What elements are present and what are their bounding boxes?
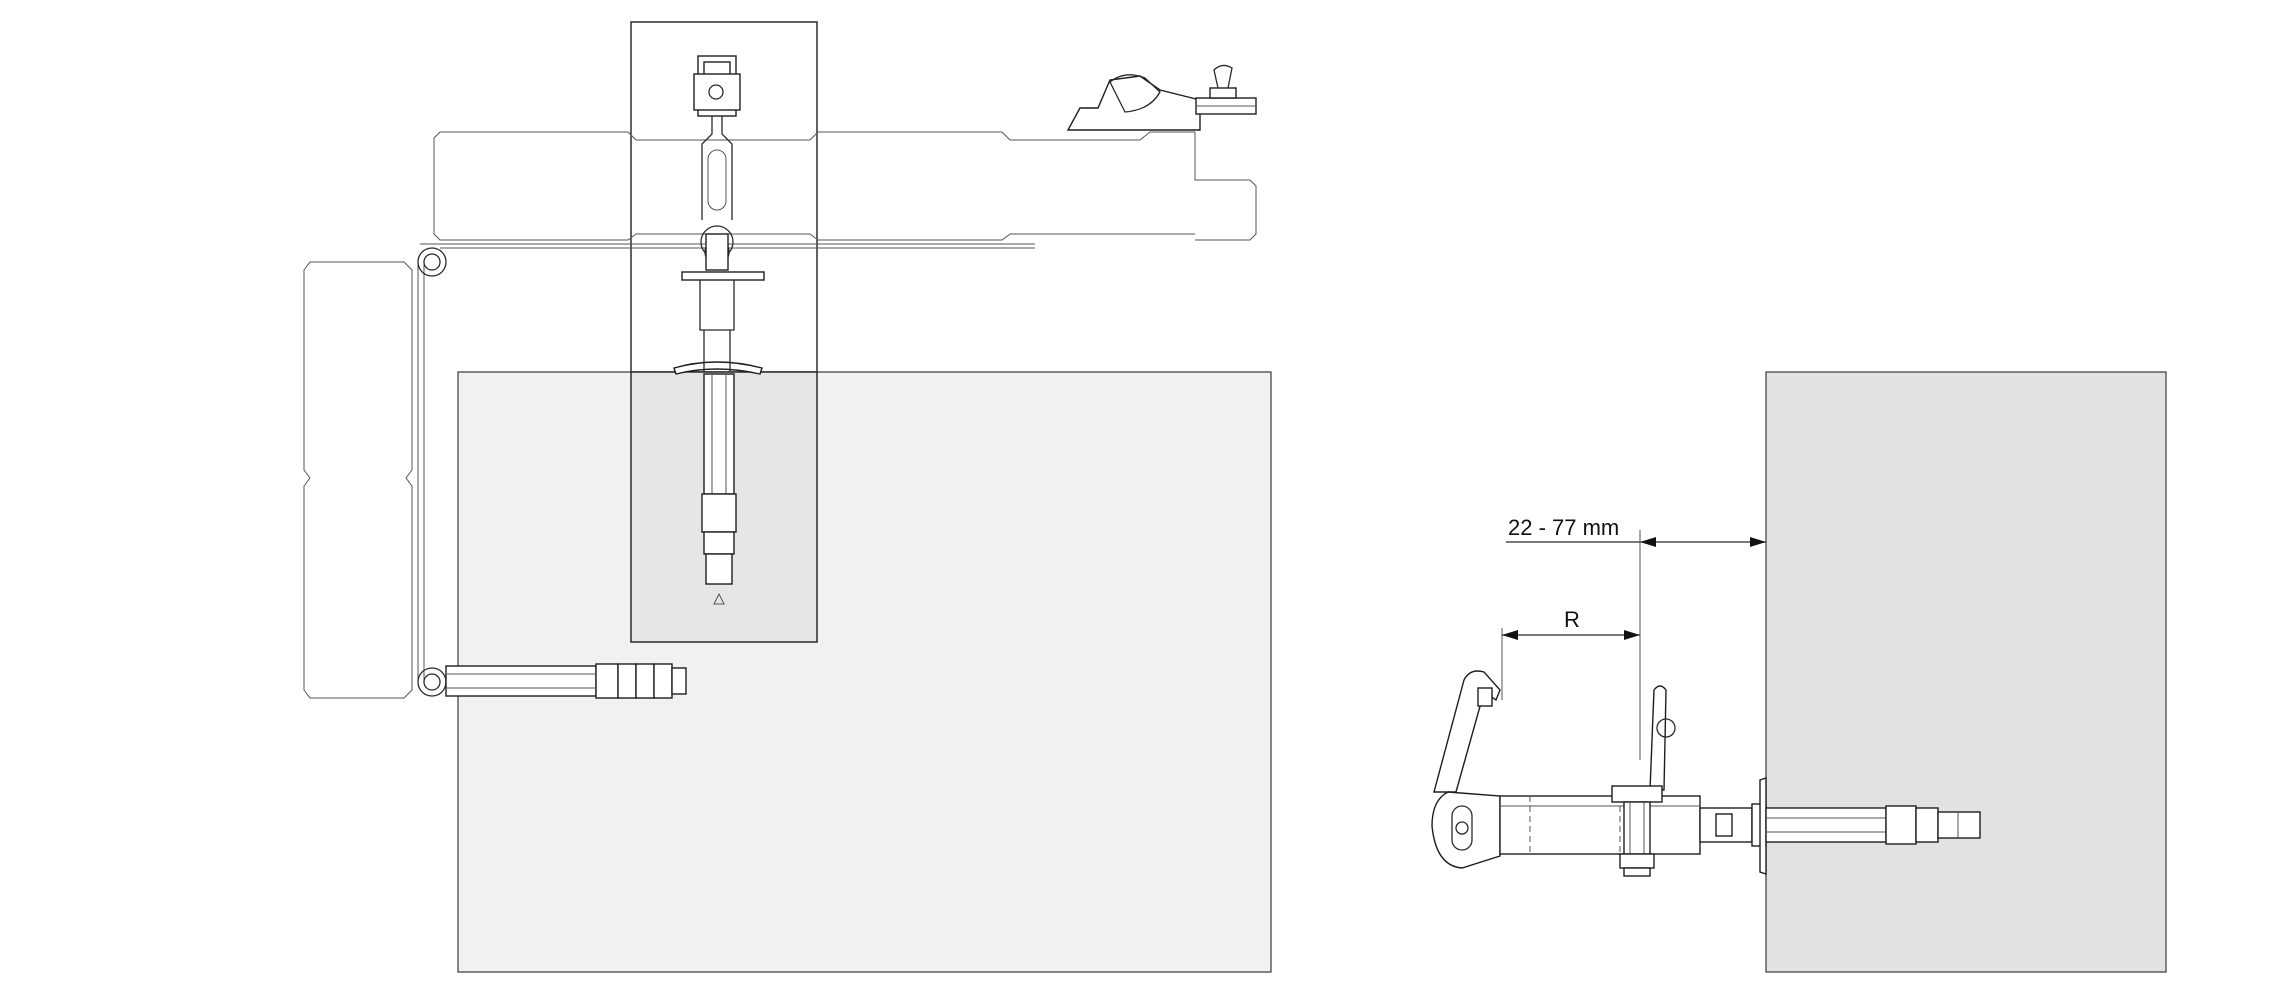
dimension-radius: R — [1501, 607, 1640, 700]
dimension-range: 22 - 77 mm — [1506, 515, 1766, 760]
hinge-bottom-icon — [417, 667, 447, 697]
clamp-fitting — [1066, 64, 1257, 131]
side-fitting — [1431, 670, 1981, 877]
dimension-range-label: 22 - 77 mm — [1508, 515, 1619, 540]
side-panel-outline — [303, 261, 413, 699]
threaded-rod-left — [445, 663, 687, 699]
dimension-radius-label: R — [1564, 607, 1580, 632]
hinge-top-icon — [417, 247, 447, 277]
side-view: 22 - 77 mm R — [1431, 371, 2167, 973]
top-view — [303, 21, 1272, 973]
wall-panel-right — [1765, 371, 2167, 973]
vertical-bolt-assembly — [673, 55, 765, 605]
glass-panel-outline — [433, 131, 1257, 241]
